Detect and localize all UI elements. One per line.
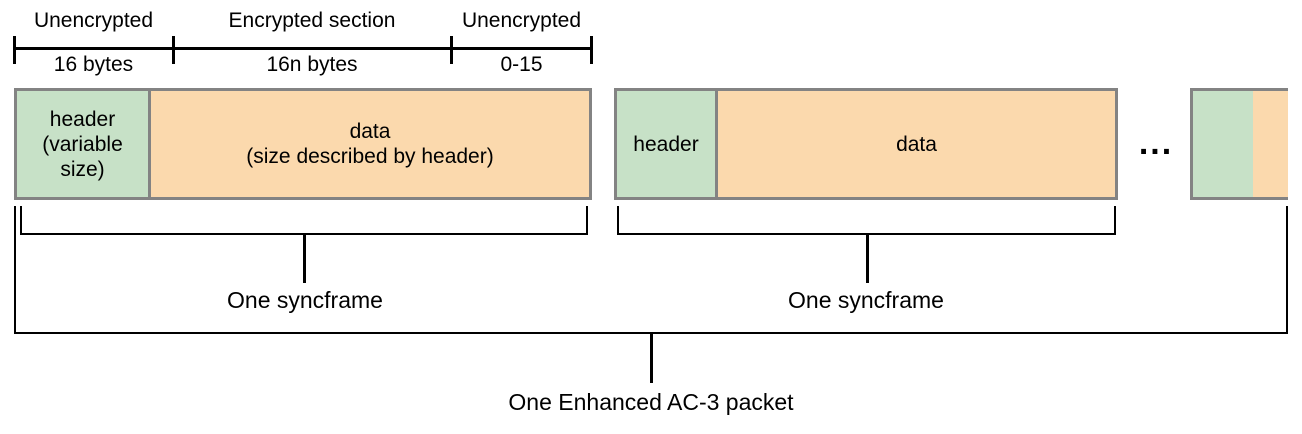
ruler-segment-2-bottom-label: 16n bytes [266,53,358,76]
syncframe-1-bracket [20,206,588,235]
syncframe-1-box: header (variable size) data (size descri… [14,88,592,200]
syncframe-3-header-cell [1193,91,1253,197]
syncframe-1-label: One syncframe [227,287,383,313]
syncframe-2-box: header data [614,88,1118,200]
syncframe-2-header-cell: header [617,91,718,197]
syncframe-2-data-cell: data [718,91,1115,197]
ruler-segment-1-top-label: Unencrypted [33,9,154,32]
syncframe-2-label: One syncframe [788,287,944,313]
syncframe-2-bracket-stem [866,235,869,283]
syncframe-3-partial-box [1190,88,1288,200]
syncframe-1-data-cell: data (size described by header) [151,91,589,197]
ruler-segment-1-bottom-label: 16 bytes [53,53,134,76]
ruler-segment-3-top-label: Unencrypted [461,9,582,32]
syncframe-1-bracket-stem [303,235,306,283]
ruler-segment-2-top-label: Encrypted section [228,9,396,32]
ellipsis-icon: ... [1138,124,1174,162]
ruler-segment-3-bottom-label: 0-15 [500,53,543,76]
ruler-tick-2 [172,36,175,64]
syncframe-1-header-cell: header (variable size) [17,91,151,197]
syncframe-3-data-cell [1253,91,1288,197]
ruler-tick-1 [13,36,16,64]
syncframe-2-bracket [617,206,1116,235]
packet-bracket-stem [650,334,653,383]
ruler-line [13,47,592,50]
packet-bracket [14,206,1288,334]
ruler-tick-4 [590,36,593,64]
packet-label: One Enhanced AC-3 packet [508,389,794,415]
ruler-tick-3 [450,36,453,64]
